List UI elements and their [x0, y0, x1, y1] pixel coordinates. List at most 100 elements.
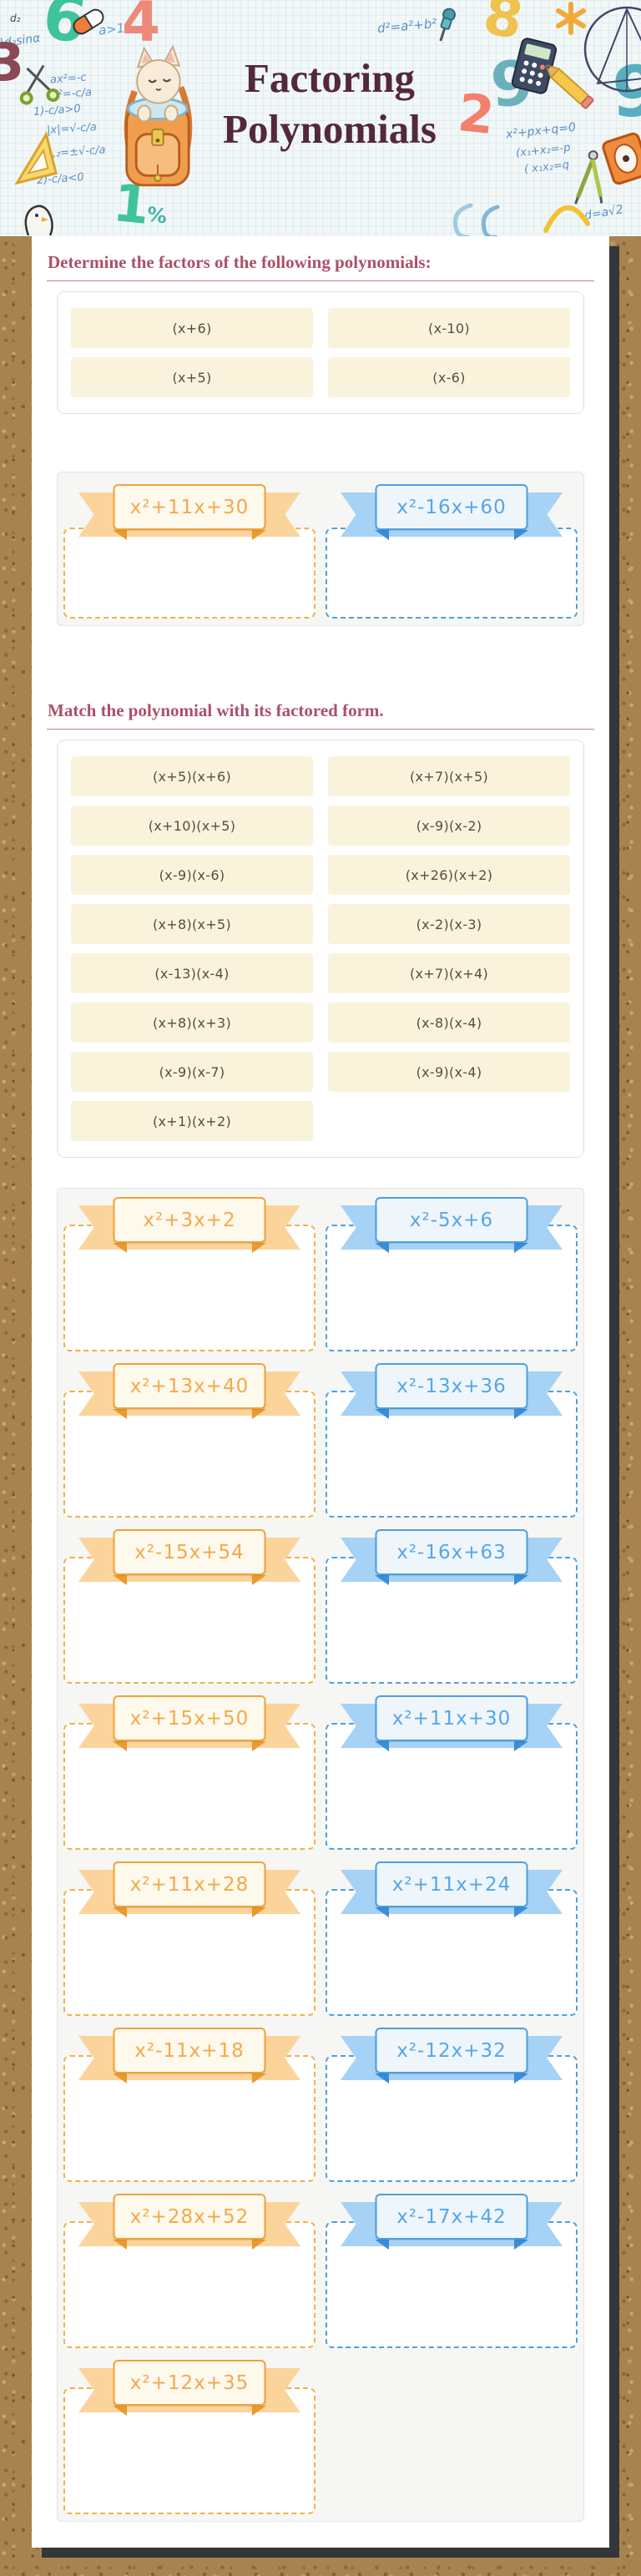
polynomial-dropzone: x²+15x+50 [63, 1695, 315, 1850]
polynomial-dropzone: x²+11x+28 [63, 1861, 315, 2016]
drop-target[interactable] [63, 1391, 315, 1518]
polynomial-label-box: x²-16x+60 [375, 484, 528, 530]
polynomial-dropzone: x²+28x+52 [63, 2194, 315, 2348]
factored-form-chip[interactable]: (x-9)(x-4) [328, 1052, 570, 1092]
section2-heading-rule [47, 729, 594, 730]
drop-target[interactable] [326, 1557, 578, 1684]
factor-chip[interactable]: (x-10) [328, 308, 570, 348]
factor-chip[interactable]: (x+5) [71, 357, 313, 397]
chip-label: (x+26)(x+2) [405, 866, 493, 883]
section1-drop-panel: x²+11x+30 x²-16x+60 [57, 472, 584, 626]
drop-target[interactable] [63, 1723, 315, 1850]
drop-target[interactable] [326, 1225, 578, 1351]
drop-target[interactable] [326, 2055, 578, 2182]
factored-form-chip[interactable]: (x-8)(x-4) [328, 1003, 570, 1043]
drop-target[interactable] [326, 2221, 578, 2348]
polynomial-dropzone: x²-5x+6 [326, 1197, 578, 1351]
doodle-number-three: 3 [0, 32, 25, 93]
chip-label: (x+5) [172, 369, 212, 386]
chip-label: (x+8)(x+5) [152, 916, 232, 932]
factored-form-chip[interactable]: (x+8)(x+5) [71, 904, 313, 944]
factored-form-chip[interactable]: (x-13)(x-4) [71, 953, 313, 993]
brace-doodle-icon [449, 202, 504, 236]
drop-target[interactable] [326, 1889, 578, 2016]
geometry-circle-icon [581, 2, 641, 98]
worksheet-title: Factoring Polynomials [190, 53, 469, 155]
sharpener-icon [600, 130, 641, 187]
doodle-vieta-formula-2: (x₁+x₂=-p [515, 141, 572, 160]
polynomial-dropzone: x²+12x+35 [63, 2360, 315, 2514]
drop-target[interactable] [326, 1723, 578, 1850]
set-square-icon [0, 126, 64, 191]
factored-form-chip[interactable]: (x-9)(x-6) [71, 855, 313, 895]
worksheet-page: Determine the factors of the following p… [32, 236, 609, 2548]
doodle-absx-formula: |x|=√-c/a [46, 120, 98, 138]
factored-form-chip[interactable]: (x+1)(x+2) [71, 1101, 313, 1141]
factored-form-chip[interactable]: (x-2)(x-3) [328, 904, 570, 944]
chip-label: (x-13)(x-4) [154, 965, 230, 982]
polynomial-label: x²-16x+60 [396, 496, 507, 518]
polynomial-label-box: x²+11x+30 [113, 484, 266, 530]
chip-label: (x-10) [428, 320, 470, 336]
doodle-d2-triangle-label: d₂ [10, 13, 21, 24]
scissors-icon [12, 58, 64, 111]
drop-target[interactable] [63, 1889, 315, 2016]
pushpin-icon [429, 4, 462, 46]
factored-form-chip[interactable]: (x+7)(x+4) [328, 953, 570, 993]
polynomial-dropzone: x²-12x+32 [326, 2028, 578, 2182]
polynomial-dropzone: x²+11x+24 [326, 1861, 578, 2016]
polynomial-dropzone: x²+11x+30 [326, 1695, 578, 1850]
polynomial-dropzone: x²+13x+40 [63, 1363, 315, 1518]
factored-form-chip[interactable]: (x-9)(x-7) [71, 1052, 313, 1092]
title-line-2: Polynomials [223, 106, 437, 152]
factor-chip[interactable]: (x+6) [71, 308, 313, 348]
curve-doodle-icon [541, 199, 591, 234]
section2-word-bank: (x+5)(x+6) (x+7)(x+5) (x+10)(x+5) (x-9)(… [57, 740, 584, 1158]
drop-target[interactable] [326, 528, 578, 619]
drop-target[interactable] [63, 2387, 315, 2514]
factor-chip[interactable]: (x-6) [328, 357, 570, 397]
cork-board-background: Determine the factors of the following p… [0, 236, 641, 2576]
section2-drop-panel: x²+3x+2 x²-5x+6 [57, 1188, 584, 2522]
drop-target[interactable] [63, 1225, 315, 1351]
drop-target[interactable] [63, 1557, 315, 1684]
chip-label: (x+8)(x+3) [152, 1014, 232, 1031]
section1-word-bank: (x+6) (x-10) (x+5) (x-6) [57, 291, 584, 414]
doodle-percent-sign: % [145, 202, 169, 229]
factored-form-chip[interactable]: (x-9)(x-2) [328, 806, 570, 846]
chip-label: (x+6) [172, 320, 212, 336]
section1-heading: Determine the factors of the following p… [48, 252, 432, 272]
chip-label: (x-8)(x-4) [416, 1014, 482, 1031]
chip-label: (x+7)(x+4) [409, 965, 489, 982]
chip-label: (x-9)(x-4) [416, 1063, 482, 1080]
factored-form-chip[interactable]: (x+10)(x+5) [71, 806, 313, 846]
chip-label: (x+10)(x+5) [148, 817, 236, 834]
section1-heading-rule [47, 280, 594, 281]
polynomial-label: x²+11x+30 [129, 496, 250, 518]
chip-label: (x-9)(x-6) [159, 866, 225, 883]
polynomial-dropzone: x²-16x+63 [326, 1529, 578, 1684]
drop-target[interactable] [63, 528, 315, 619]
penguin-doodle-icon [20, 204, 57, 236]
calculator-icon [510, 37, 558, 96]
chip-label: (x-9)(x-7) [159, 1063, 225, 1080]
polynomial-dropzone: x²-17x+42 [326, 2194, 578, 2348]
drop-target[interactable] [326, 1391, 578, 1518]
chip-label: (x-9)(x-2) [416, 817, 482, 834]
chip-label: (x+5)(x+6) [152, 768, 232, 785]
doodle-vieta-formula-3: ( x₁x₂=q [523, 159, 570, 176]
polynomial-dropzone: x²-13x+36 [326, 1363, 578, 1518]
drop-target[interactable] [63, 2221, 315, 2348]
factored-form-chip[interactable]: (x+7)(x+5) [328, 756, 570, 796]
doodle-number-eight: 8 [478, 0, 528, 53]
factored-form-chip[interactable]: (x+26)(x+2) [328, 855, 570, 895]
chip-label: (x+7)(x+5) [409, 768, 489, 785]
factored-form-chip[interactable]: (x+5)(x+6) [71, 756, 313, 796]
factored-form-chip[interactable]: (x+8)(x+3) [71, 1003, 313, 1043]
drop-target[interactable] [63, 2055, 315, 2182]
section2-heading: Match the polynomial with its factored f… [48, 700, 384, 720]
polynomial-dropzone: x²+3x+2 [63, 1197, 315, 1351]
polynomial-dropzone: x²+11x+30 [63, 484, 315, 619]
chip-label: (x-2)(x-3) [416, 916, 482, 932]
asterisk-icon [554, 2, 588, 35]
